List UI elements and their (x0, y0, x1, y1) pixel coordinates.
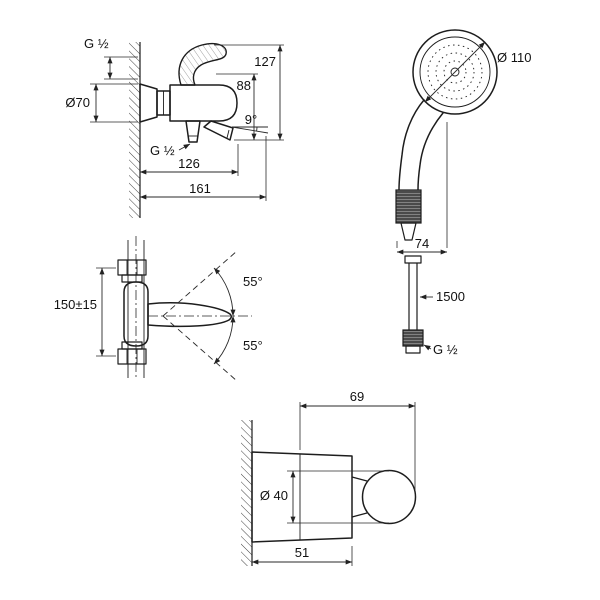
dim-hose-length-label: 1500 (436, 289, 465, 304)
dim-projection-spout-label: 126 (178, 156, 200, 171)
faucet-side-view: G ½ Ø70 127 88 9° G ½ 126 161 (65, 36, 284, 218)
hose-top-fitting (404, 255, 422, 264)
dim-connection-span-label: 150±15 (54, 297, 97, 312)
shower-outlet (185, 120, 201, 143)
dim-head-depth-label: 74 (415, 236, 429, 251)
swivel-line-upper (162, 250, 238, 317)
top-union-nut (117, 259, 147, 276)
hose-connector (400, 222, 417, 241)
dim-escutcheon-diameter-label: Ø70 (65, 95, 90, 110)
dim-base-depth-label: 51 (295, 545, 309, 560)
hose-nut (402, 329, 424, 347)
hand-shower-view: Ø 110 74 (395, 29, 531, 255)
dim-knob-diameter-label: Ø 40 (260, 488, 288, 503)
wall-holder-view: 69 Ø 40 51 (241, 389, 417, 566)
handle-left-edge (398, 99, 425, 191)
dim-height-total-label: 127 (254, 54, 276, 69)
shower-hose-view: 1500 G ½ (402, 255, 465, 357)
lever-handle (178, 42, 227, 86)
dim-head-diameter-label: Ø 110 (497, 50, 531, 65)
dim-swivel-upper-label: 55° (243, 274, 263, 289)
shower-head-face (412, 29, 498, 115)
dim-hose-thread-label: G ½ (433, 342, 458, 357)
head-diameter-dim (424, 41, 486, 103)
dim-holder-depth-label: 69 (350, 389, 364, 404)
dim-height-spout-label: 88 (237, 78, 251, 93)
faucet-front-view: 55° 55° 150±15 (54, 236, 263, 382)
spout (203, 120, 234, 141)
escutcheon (139, 83, 158, 123)
handle-grip (395, 189, 422, 224)
swivel-line-lower (162, 315, 238, 382)
dim-thread-outlet-label: G ½ (150, 143, 175, 158)
mixer-body (169, 84, 238, 122)
wall-hatching (241, 420, 252, 566)
wall-hatching (129, 42, 140, 218)
lever-front (147, 302, 233, 328)
handle-right-edge (417, 112, 444, 191)
dim-projection-total-label: 161 (189, 181, 211, 196)
mixer-body-front (123, 281, 149, 347)
holder-body (251, 451, 353, 543)
bottom-union-nut (117, 348, 147, 365)
dim-thread-top-label: G ½ (84, 36, 109, 51)
dim-swivel-lower-label: 55° (243, 338, 263, 353)
dim-spout-angle-label: 9° (245, 112, 257, 127)
holder-knob (361, 469, 417, 525)
